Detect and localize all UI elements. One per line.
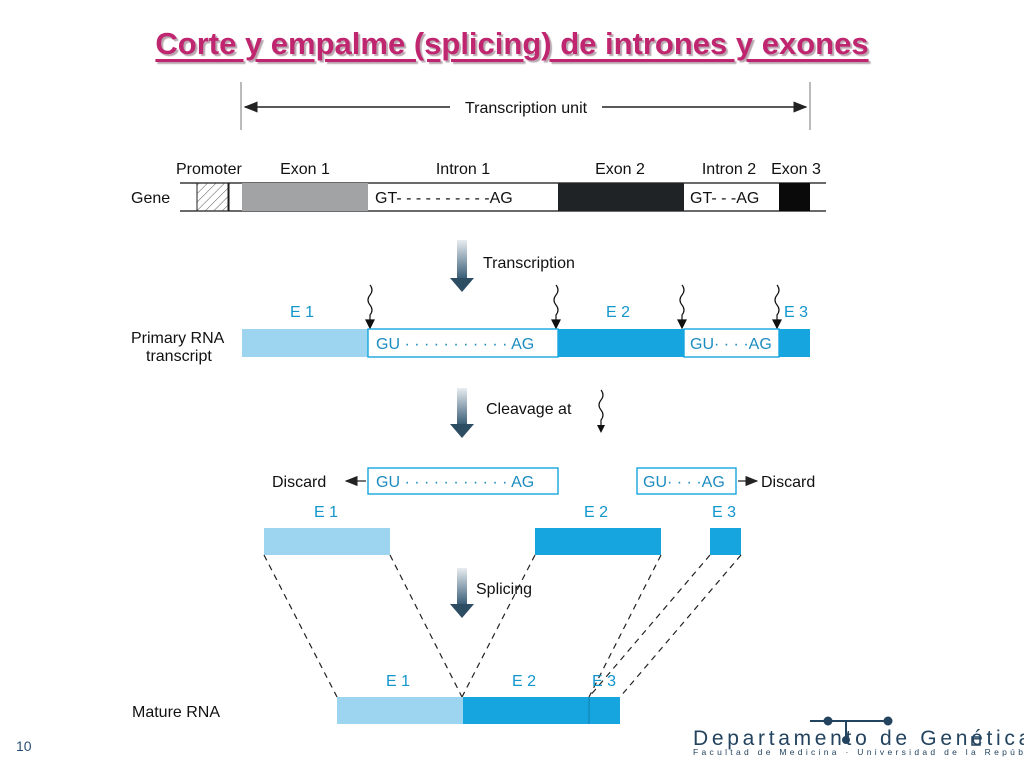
- discard-row: GU · · · · · · · · · · · AG GU· · · ·AG …: [272, 467, 815, 495]
- discard-left-label: Discard: [272, 474, 326, 491]
- discard-right-label: Discard: [761, 474, 815, 491]
- exon-e2-label: E 2: [584, 504, 608, 521]
- mature-rna-row: E 1 E 2 E 3 Mature RNA: [132, 673, 620, 724]
- discard-intron1-box: [367, 467, 559, 495]
- mature-e3-label: E 3: [592, 673, 616, 690]
- primary-rna-row: E 1 E 2 E 3 GU · · · · · · · · · · · AG …: [131, 284, 810, 365]
- mature-e2-label: E 2: [512, 673, 536, 690]
- discard-intron1-seq: GU · · · · · · · · · · · AG: [376, 474, 534, 491]
- mature-e2-bar: [463, 697, 589, 724]
- primary-rna-label-line1: Primary RNA: [131, 330, 225, 347]
- primary-e3-label: E 3: [784, 304, 808, 321]
- splicing-guide-lines: [263, 554, 742, 698]
- promoter-box: [196, 182, 229, 212]
- transcription-step-label: Transcription: [483, 255, 575, 272]
- exon-e1-label: E 1: [314, 504, 338, 521]
- primary-intron2-seq: GU· · · ·AG: [690, 336, 772, 353]
- intron2-header: Intron 2: [702, 161, 756, 178]
- intron1-header: Intron 1: [436, 161, 490, 178]
- gene-exon2-bar: [558, 183, 684, 211]
- mature-e1-bar: [337, 697, 463, 724]
- slide-title: Corte y empalme (splicing) de intrones y…: [155, 26, 869, 61]
- department-logo-graphic: [810, 716, 981, 746]
- primary-e1-bar: [242, 329, 368, 357]
- department-subtitle: Facultad de Medicina · Universidad de la…: [693, 747, 1024, 757]
- splicing-step: Splicing: [450, 568, 532, 618]
- promoter-header: Promoter: [176, 161, 242, 178]
- exon-e2-bar: [535, 528, 661, 555]
- gene-label: Gene: [131, 190, 170, 207]
- exon1-header: Exon 1: [280, 161, 330, 178]
- cleavage-step-label: Cleavage at: [486, 401, 572, 418]
- page-number: 10: [16, 738, 32, 754]
- separated-exons: E 1 E 2 E 3: [264, 504, 741, 555]
- primary-e1-label: E 1: [290, 304, 314, 321]
- discard-intron2-seq: GU· · · ·AG: [643, 474, 725, 491]
- gene-intron2-seq: GT- - -AG: [690, 190, 759, 207]
- mature-e3-bar: [589, 697, 620, 724]
- gene-row: Promoter Exon 1 Intron 1 Exon 2 Intron 2…: [131, 161, 826, 212]
- exon-e3-label: E 3: [712, 504, 736, 521]
- primary-rna-label-line2: transcript: [146, 348, 212, 365]
- exon3-header: Exon 3: [771, 161, 821, 178]
- gene-exon3-bar: [779, 183, 810, 211]
- exon2-header: Exon 2: [595, 161, 645, 178]
- transcription-unit-label: Transcription unit: [465, 100, 588, 117]
- exon-e1-bar: [264, 528, 390, 555]
- exon-e3-bar: [710, 528, 741, 555]
- discard-intron2-box: [636, 467, 737, 495]
- cleavage-markers: [365, 284, 782, 330]
- splicing-step-label: Splicing: [476, 581, 532, 598]
- cleavage-step: Cleavage at: [450, 388, 605, 438]
- mature-rna-label: Mature RNA: [132, 704, 220, 721]
- transcription-step: Transcription: [450, 240, 575, 292]
- primary-intron1-seq: GU · · · · · · · · · · · AG: [376, 336, 534, 353]
- primary-intron2-box: [683, 328, 780, 358]
- primary-e2-bar: [558, 329, 684, 357]
- gene-exon1-bar: [242, 183, 368, 211]
- primary-e2-label: E 2: [606, 304, 630, 321]
- primary-e3-bar: [779, 329, 810, 357]
- department-name: Departamento de Genética: [693, 727, 1024, 750]
- mature-e1-label: E 1: [386, 673, 410, 690]
- transcription-unit: Transcription unit: [240, 82, 811, 130]
- gene-intron1-seq: GT- - - - - - - - - -AG: [375, 190, 513, 207]
